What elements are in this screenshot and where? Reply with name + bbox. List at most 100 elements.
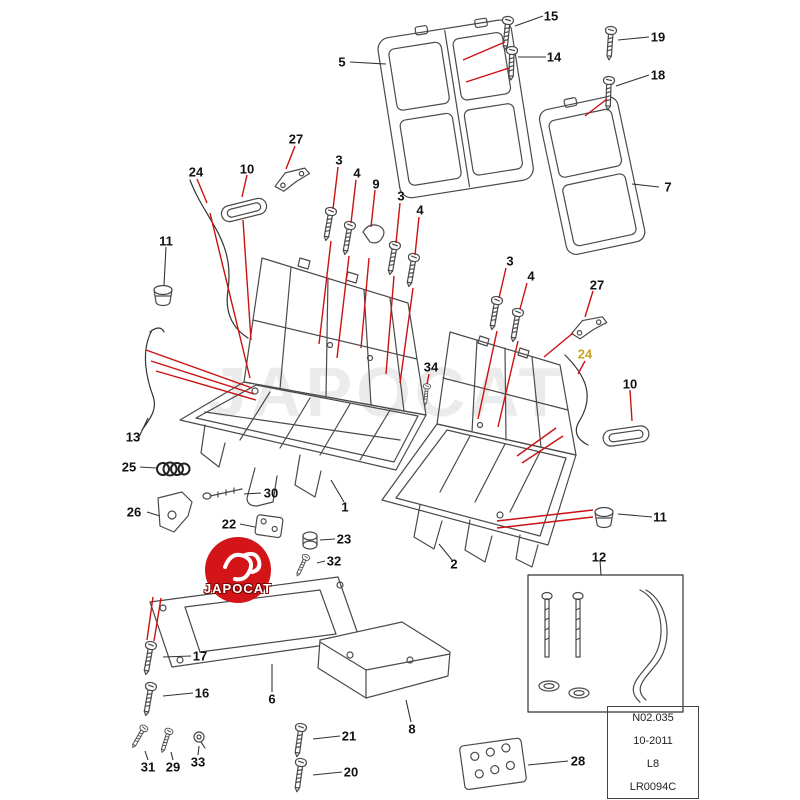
wire-hook-13 xyxy=(141,327,165,431)
doc-ref-date: 10-2011 xyxy=(633,735,673,748)
part-label-2[interactable]: 2 xyxy=(450,556,458,572)
leader-line-red xyxy=(350,179,357,224)
part-label-8[interactable]: 8 xyxy=(408,721,416,737)
logo-cat-swirl xyxy=(223,552,254,582)
logo-cat-tail xyxy=(243,551,262,574)
part-label-3[interactable]: 3 xyxy=(397,188,405,204)
part-label-24[interactable]: 24 xyxy=(577,346,593,362)
part-label-10[interactable]: 10 xyxy=(239,161,255,177)
leader-line-red xyxy=(385,275,395,375)
japocat-logo-text: JAPOCAT xyxy=(203,581,273,596)
leader-line-black xyxy=(163,246,167,286)
part-label-30[interactable]: 30 xyxy=(263,485,279,501)
clip-9 xyxy=(362,224,385,244)
leader-line-red xyxy=(360,257,370,349)
leader-line-red xyxy=(242,219,252,341)
leader-line-red xyxy=(209,212,251,379)
part-label-13[interactable]: 13 xyxy=(125,429,141,445)
part-label-4[interactable]: 4 xyxy=(416,202,424,218)
part-label-6[interactable]: 6 xyxy=(268,691,276,707)
leader-line-black xyxy=(312,735,341,740)
part-label-19[interactable]: 19 xyxy=(650,29,666,45)
part-label-10[interactable]: 10 xyxy=(622,376,638,392)
leader-line-red xyxy=(336,255,350,359)
part-label-15[interactable]: 15 xyxy=(543,8,559,24)
spring-25 xyxy=(156,461,191,477)
leader-line-black xyxy=(349,61,387,65)
part-label-16[interactable]: 16 xyxy=(194,685,210,701)
part-label-12[interactable]: 12 xyxy=(591,549,607,565)
leader-line-red xyxy=(465,67,510,83)
leader-line-red xyxy=(584,98,608,117)
leader-line-red xyxy=(150,360,255,395)
part-label-17[interactable]: 17 xyxy=(192,648,208,664)
leader-line-black xyxy=(330,479,345,503)
bracket-8 xyxy=(317,621,451,699)
part-label-24[interactable]: 24 xyxy=(188,164,204,180)
part-label-33[interactable]: 33 xyxy=(190,754,206,770)
leader-line-red xyxy=(577,360,586,375)
bracket-26 xyxy=(157,491,193,533)
leader-line-red xyxy=(498,267,507,299)
part-label-18[interactable]: 18 xyxy=(650,67,666,83)
leader-line-red xyxy=(519,282,528,310)
part-label-5[interactable]: 5 xyxy=(338,54,346,70)
leader-line-red xyxy=(496,516,594,529)
leader-line-black xyxy=(312,771,343,776)
leader-line-red xyxy=(414,216,420,256)
leader-line-red xyxy=(145,349,253,389)
leader-line-red xyxy=(395,202,401,244)
part-label-23[interactable]: 23 xyxy=(336,531,352,547)
part-label-25[interactable]: 25 xyxy=(121,459,137,475)
leader-line-black xyxy=(139,466,157,469)
doc-ref-drawing: LR0094C xyxy=(629,780,677,793)
part-label-20[interactable]: 20 xyxy=(343,764,359,780)
part-label-21[interactable]: 21 xyxy=(341,728,357,744)
leader-line-black xyxy=(316,560,326,564)
leader-line-red xyxy=(332,166,339,210)
part-label-27[interactable]: 27 xyxy=(589,277,605,293)
leader-line-red xyxy=(146,596,154,641)
part-label-7[interactable]: 7 xyxy=(664,179,672,195)
leader-line-red xyxy=(496,509,594,522)
part-label-9[interactable]: 9 xyxy=(372,176,380,192)
doc-ref-page: L8 xyxy=(646,757,660,770)
leader-line-red xyxy=(543,332,574,358)
leader-line-black xyxy=(162,655,192,658)
part-label-11[interactable]: 11 xyxy=(653,509,667,525)
part-label-3[interactable]: 3 xyxy=(506,253,514,269)
part-label-28[interactable]: 28 xyxy=(570,753,586,769)
leader-line-red xyxy=(629,389,633,422)
eyelet-33 xyxy=(193,731,206,749)
seat-back-panel-7 xyxy=(538,96,646,256)
leader-line-red xyxy=(285,145,296,170)
leader-line-black xyxy=(144,750,149,761)
bracket-22 xyxy=(254,514,284,539)
plate-28 xyxy=(459,737,527,791)
leader-line-black xyxy=(138,417,149,438)
leader-line-red xyxy=(462,41,506,61)
part-label-34[interactable]: 34 xyxy=(423,359,439,375)
leader-line-black xyxy=(239,523,256,528)
part-label-14[interactable]: 14 xyxy=(546,49,562,65)
part-label-27[interactable]: 27 xyxy=(288,131,304,147)
part-label-29[interactable]: 29 xyxy=(165,759,181,775)
leader-line-black xyxy=(514,15,544,27)
part-label-4[interactable]: 4 xyxy=(353,165,361,181)
part-label-22[interactable]: 22 xyxy=(221,516,237,532)
leader-line-black xyxy=(617,513,653,518)
part-label-3[interactable]: 3 xyxy=(335,152,343,168)
leader-line-red xyxy=(370,189,376,228)
part-label-32[interactable]: 32 xyxy=(326,553,342,569)
part-label-1[interactable]: 1 xyxy=(341,499,349,515)
leader-line-black xyxy=(146,511,161,517)
part-label-11[interactable]: 11 xyxy=(159,233,173,249)
doc-info-box: N02.035 10-2011 L8 LR0094C xyxy=(607,706,699,799)
leader-line-red xyxy=(426,373,430,385)
part-label-31[interactable]: 31 xyxy=(140,759,156,775)
part-label-26[interactable]: 26 xyxy=(126,504,142,520)
leader-line-black xyxy=(615,74,650,87)
seat-frame-1 xyxy=(179,257,427,507)
part-label-4[interactable]: 4 xyxy=(527,268,535,284)
